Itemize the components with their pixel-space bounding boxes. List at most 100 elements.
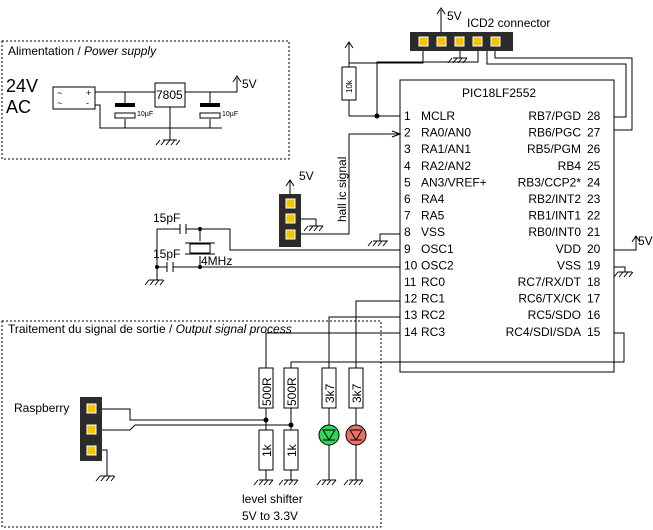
green-led [318, 424, 340, 446]
level-shifter-label: level shifter [242, 492, 303, 506]
r6-label: 1k [285, 443, 299, 457]
pin-20-name: VDD [556, 242, 582, 256]
pin-27-name: RB6/PGC [528, 126, 581, 140]
pin-14-number: 14 [404, 325, 418, 339]
icd2-connector: 5V ICD2 connector 10k [341, 7, 633, 131]
input-ac-label: AC [6, 97, 31, 117]
pin-14-name: RC3 [421, 325, 445, 339]
pin-6-name: RA4 [421, 192, 445, 206]
regulator-7805 [154, 82, 186, 108]
pin-28-name: RB7/PGD [528, 109, 581, 123]
r3-label: 3k7 [323, 383, 337, 403]
rectifier [52, 86, 96, 110]
output-title: Traitement du signal de sortie / Output … [8, 322, 292, 336]
power-supply-title: Alimentation / Power supply [8, 44, 157, 58]
hall-5v-label: 5V [299, 169, 314, 183]
pin-24-name: RB3/CCP2* [518, 175, 582, 189]
mcu: PIC18LF2552 1 MCLR 2 RA0/AN0 3 RA1/AN1 4 RA2/AN… [399, 79, 615, 373]
pin-27-number: 27 [587, 126, 601, 140]
r4-label: 3k7 [350, 383, 364, 403]
cap1-label: 10µF [137, 111, 153, 118]
osc-cap1-label: 15pF [153, 211, 180, 225]
pin-4-number: 4 [404, 159, 411, 173]
svg-text:-: - [86, 98, 89, 108]
pin-22-number: 22 [587, 209, 601, 223]
pin-5-name: AN3/VREF+ [421, 175, 487, 189]
pin-2-number: 2 [404, 126, 411, 140]
pin-9-number: 9 [404, 242, 411, 256]
icd-5v-label: 5V [447, 9, 462, 23]
osc-cap2-label: 15pF [153, 247, 180, 261]
output-frame [1, 320, 382, 528]
pin-13-number: 13 [404, 308, 418, 322]
pin-12-number: 12 [404, 292, 418, 306]
r1-label: 500R [260, 377, 274, 406]
pin-1-name: MCLR [421, 109, 455, 123]
level-shifter-sub: 5V to 3.3V [242, 509, 298, 523]
pin-19-number: 19 [587, 258, 601, 272]
mcu-name: PIC18LF2552 [462, 86, 536, 100]
output-section: Traitement du signal de sortie / Output … [1, 300, 625, 528]
crystal-label: 4MHz [201, 254, 232, 268]
pin-26-number: 26 [587, 142, 601, 156]
pin-8-number: 8 [404, 225, 411, 239]
pin-25-name: RB4 [558, 159, 582, 173]
pin-24-number: 24 [587, 175, 601, 189]
pin-15-number: 15 [587, 325, 601, 339]
vdd-label: 5V [638, 234, 653, 248]
input-voltage-label: 24V [6, 76, 38, 96]
power-supply-section: Alimentation / Power supply 24V AC ~~ +-… [1, 40, 290, 160]
pullup-label: 10k [345, 79, 354, 93]
pin-5-number: 5 [404, 175, 411, 189]
cap2-label: 10µF [222, 111, 238, 118]
pin-7-number: 7 [404, 209, 411, 223]
pin-22-name: RB1/INT1 [528, 209, 581, 223]
pin-11-name: RC0 [421, 275, 445, 289]
raspberry-label: Raspberry [14, 401, 69, 415]
pin-7-name: RA5 [421, 209, 445, 223]
pin-3-name: RA1/AN1 [421, 142, 471, 156]
power-output-label: 5V [242, 77, 257, 91]
r5-label: 1k [260, 443, 274, 457]
pin-18-name: RC7/RX/DT [518, 275, 582, 289]
pin-19-name: VSS [557, 258, 581, 272]
pin-17-number: 17 [587, 292, 601, 306]
pin-13-name: RC2 [421, 308, 445, 322]
pin-10-name: OSC2 [421, 258, 454, 272]
pin-10-number: 10 [404, 258, 418, 272]
red-led [345, 424, 367, 446]
pin-28-number: 28 [587, 109, 601, 123]
pin-18-number: 18 [587, 275, 601, 289]
hall-signal-label: hall ic signal [335, 157, 349, 222]
pin-16-name: RC5/SDO [528, 308, 581, 322]
r2-label: 500R [285, 377, 299, 406]
pin-1-number: 1 [404, 109, 411, 123]
icd-label: ICD2 connector [467, 16, 550, 30]
pin-25-number: 25 [587, 159, 601, 173]
pin-11-number: 11 [404, 275, 417, 289]
pin-23-name: RB2/INT2 [528, 192, 581, 206]
pin-17-name: RC6/TX/CK [518, 292, 581, 306]
svg-text:~: ~ [57, 98, 62, 108]
svg-text:+: + [86, 88, 91, 98]
pin-2-name: RA0/AN0 [421, 126, 471, 140]
svg-text:~: ~ [57, 88, 62, 98]
pin-8-name: VSS [421, 225, 445, 239]
hall-sensor: 5V hall ic signal [279, 130, 402, 247]
pin-15-name: RC4/SDI/SDA [506, 325, 581, 339]
pin-16-number: 16 [587, 308, 601, 322]
crystal [189, 243, 211, 254]
pin-9-name: OSC1 [421, 242, 454, 256]
pin-26-name: RB5/PGM [527, 142, 581, 156]
pin-4-name: RA2/AN2 [421, 159, 471, 173]
regulator-label: 7805 [156, 88, 183, 102]
power-supply-frame [1, 40, 290, 160]
oscillator: 15pF 15pF 4MHz 5V [144, 211, 653, 286]
pin-21-name: RB0/INT0 [528, 225, 581, 239]
pin-3-number: 3 [404, 142, 411, 156]
pin-6-number: 6 [404, 192, 411, 206]
pin-23-number: 23 [587, 192, 601, 206]
pin-21-number: 21 [587, 225, 601, 239]
mcu-body [399, 79, 615, 373]
